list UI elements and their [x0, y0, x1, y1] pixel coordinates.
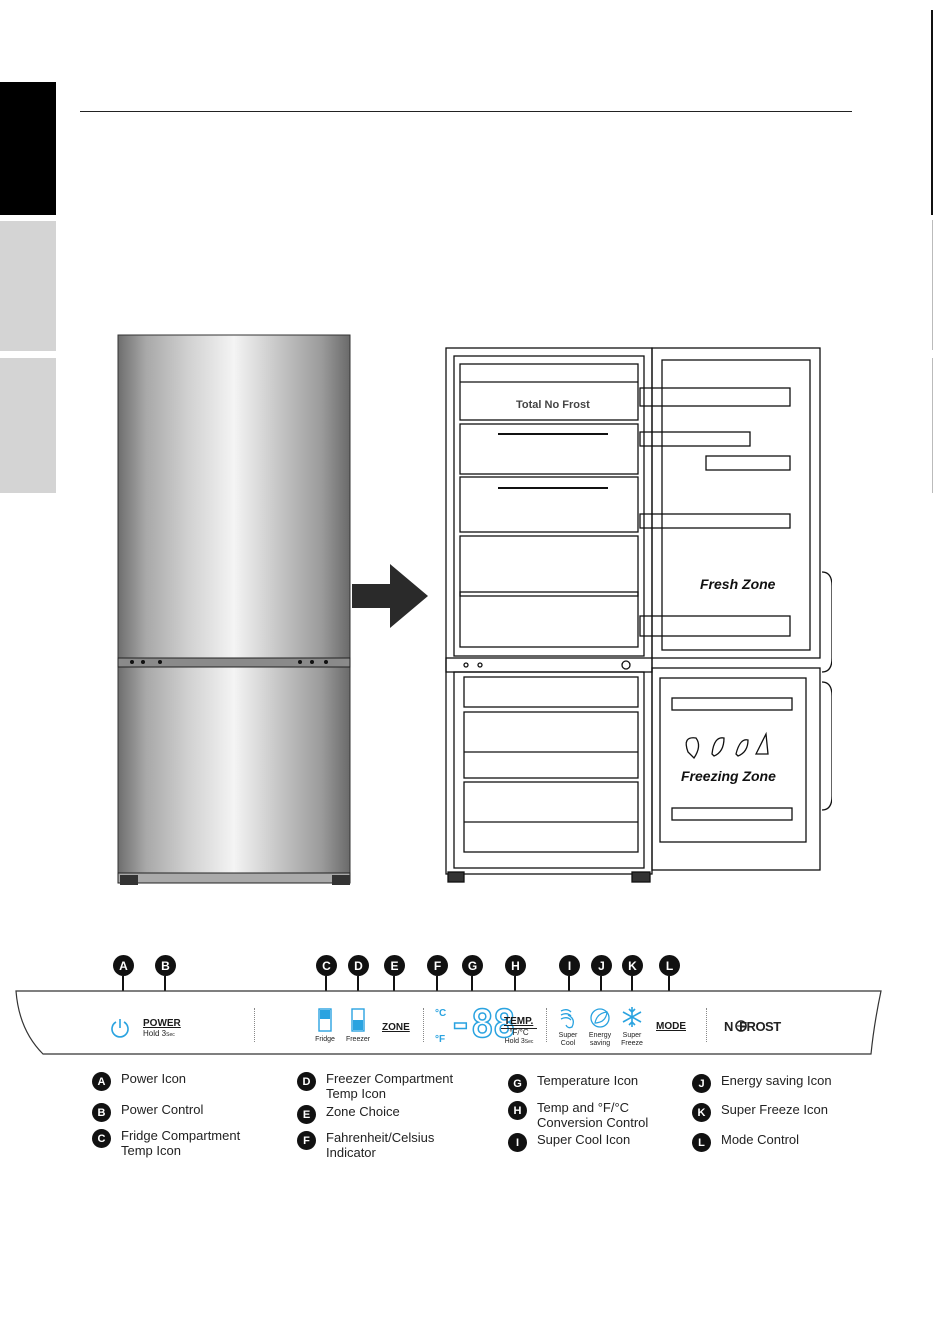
callout-k: K — [622, 955, 643, 976]
legend-text: Energy saving Icon — [721, 1073, 832, 1088]
super-freeze-icon — [622, 1007, 642, 1027]
legend-text: Fridge Compartment Temp Icon — [121, 1128, 241, 1158]
zone-label[interactable]: ZONE — [382, 1022, 410, 1033]
legend-item-k: K Super Freeze Icon — [692, 1102, 828, 1122]
legend-letter: D — [297, 1072, 316, 1091]
legend-item-g: G Temperature Icon — [508, 1073, 638, 1093]
fridge-temp-icon — [318, 1008, 332, 1032]
closed-fridge-illustration — [117, 334, 351, 885]
legend-text: Temp and °F/°C Conversion Control — [537, 1100, 649, 1130]
legend-item-j: J Energy saving Icon — [692, 1073, 832, 1093]
legend-item-h: H Temp and °F/°C Conversion Control — [508, 1100, 648, 1130]
legend-letter: A — [92, 1072, 111, 1091]
legend-text: Freezer Compartment Temp Icon — [326, 1071, 454, 1101]
panel-divider — [423, 1008, 424, 1042]
callout-h: H — [505, 955, 526, 976]
panel-divider — [254, 1008, 255, 1042]
callout-l: L — [659, 955, 680, 976]
legend-letter: L — [692, 1133, 711, 1152]
temp-label[interactable]: TEMP. — [504, 1016, 534, 1027]
legend-item-a: A Power Icon — [92, 1071, 186, 1091]
freezer-label: Freezer — [345, 1036, 371, 1043]
callout-g: G — [462, 955, 483, 976]
temperature-display: -88 — [448, 1002, 516, 1046]
legend-text: Fahrenheit/Celsius Indicator — [326, 1130, 435, 1160]
header-rule — [80, 111, 852, 112]
fridge-label: Fridge — [315, 1036, 335, 1043]
callout-pointer-j — [600, 976, 602, 1004]
temp-unit-toggle: °F/°C — [509, 1028, 529, 1037]
callout-pointer-c — [325, 976, 327, 1003]
callout-j: J — [591, 955, 612, 976]
power-hold-text: Hold 3Sec — [143, 1029, 175, 1039]
fridge-label-fresh-zone: Fresh Zone — [700, 576, 776, 592]
fridge-label-total-no-frost: Total No Frost — [516, 399, 590, 411]
legend-text: Mode Control — [721, 1132, 800, 1147]
callout-pointer-a — [122, 976, 124, 1003]
legend-item-d: D Freezer Compartment Temp Icon — [297, 1071, 453, 1101]
callout-pointer-d — [357, 976, 359, 1003]
language-tab-active — [0, 82, 56, 215]
mode-label[interactable]: MODE — [656, 1021, 686, 1032]
language-tab-2 — [0, 221, 56, 351]
legend-letter: J — [692, 1074, 711, 1093]
control-panel: POWER Hold 3Sec Fridge Freezer ZONE °C °… — [15, 990, 881, 1054]
callout-a: A — [113, 955, 134, 976]
callout-e: E — [384, 955, 405, 976]
legend-text: Power Icon — [121, 1071, 187, 1086]
callout-c: C — [316, 955, 337, 976]
legend-letter: I — [508, 1133, 527, 1152]
legend-item-f: F Fahrenheit/Celsius Indicator — [297, 1130, 434, 1160]
legend-letter: G — [508, 1074, 527, 1093]
legend-text: Temperature Icon — [537, 1073, 639, 1088]
callout-pointer-e — [393, 976, 395, 1003]
temp-label-line — [501, 1028, 537, 1029]
legend-text: Power Control — [121, 1102, 204, 1117]
panel-divider — [706, 1008, 707, 1042]
callout-f: F — [427, 955, 448, 976]
panel-divider — [546, 1008, 547, 1042]
callout-pointer-i — [568, 976, 570, 1004]
language-tab-3 — [0, 358, 56, 493]
legend-text: Super Freeze Icon — [721, 1102, 828, 1117]
legend-item-b: B Power Control — [92, 1102, 203, 1122]
legend-letter: H — [508, 1101, 527, 1120]
legend-letter: F — [297, 1131, 316, 1150]
control-panel-outline — [15, 990, 882, 1055]
open-fridge-illustration — [445, 347, 832, 883]
super-cool-icon — [560, 1009, 574, 1029]
callout-i: I — [559, 955, 580, 976]
freezer-temp-icon — [351, 1008, 365, 1032]
callout-b: B — [155, 955, 176, 976]
legend-text: Zone Choice — [326, 1104, 400, 1119]
fridge-label-freezing-zone: Freezing Zone — [681, 768, 776, 784]
legend-text: Super Cool Icon — [537, 1132, 631, 1147]
right-edge-mark — [931, 10, 933, 215]
legend-letter: B — [92, 1103, 111, 1122]
celsius-indicator: °C — [435, 1008, 447, 1019]
legend-letter: C — [92, 1129, 111, 1148]
fahrenheit-indicator: °F — [435, 1034, 446, 1045]
legend-item-i: I Super Cool Icon — [508, 1132, 630, 1152]
snowflake-icon — [735, 1020, 747, 1032]
energy-saving-icon — [590, 1008, 610, 1028]
temp-hold-text: Hold 3Sec — [504, 1038, 534, 1045]
arrow-right-icon — [352, 564, 428, 628]
power-icon[interactable] — [109, 1017, 131, 1039]
no-frost-logo: N FROST — [724, 1019, 781, 1034]
legend-letter: K — [692, 1103, 711, 1122]
callout-pointer-k — [631, 976, 633, 1004]
legend-item-e: E Zone Choice — [297, 1104, 400, 1124]
power-label[interactable]: POWER — [143, 1018, 181, 1029]
legend-letter: E — [297, 1105, 316, 1124]
callout-d: D — [348, 955, 369, 976]
legend-item-l: L Mode Control — [692, 1132, 799, 1152]
legend-item-c: C Fridge Compartment Temp Icon — [92, 1128, 240, 1158]
